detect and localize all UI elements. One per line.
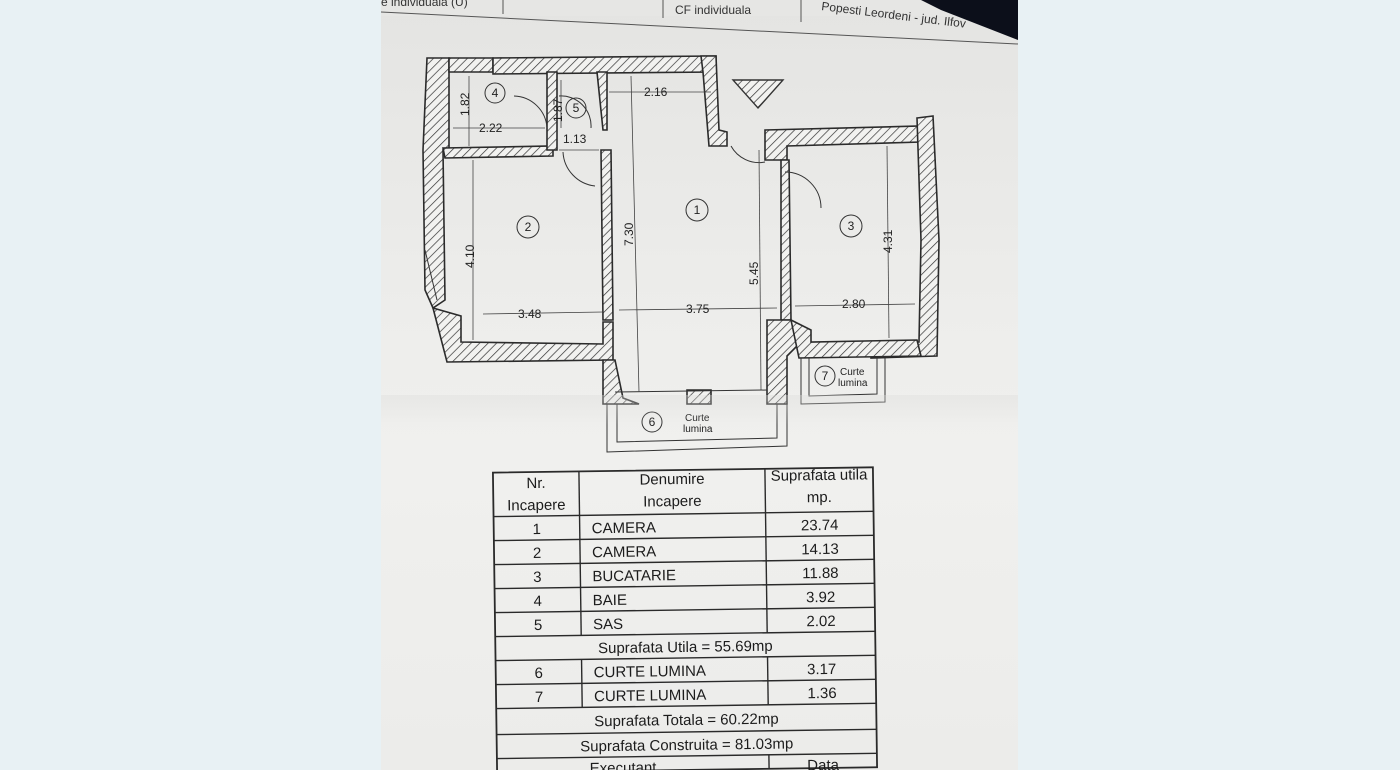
table-row: 5 SAS 2.02 xyxy=(534,613,836,634)
wall-bottom-3 xyxy=(789,318,923,359)
dim-3-48: 3.48 xyxy=(518,307,542,321)
data-label: Data xyxy=(807,757,840,770)
row-2-name: CAMERA xyxy=(592,543,656,561)
door-arc-4 xyxy=(513,95,548,129)
wall-2-1 xyxy=(600,149,614,321)
table-row: 2 CAMERA 14.13 xyxy=(533,541,839,562)
header-mid-cell: CF individuala xyxy=(675,3,751,17)
dim-1-13: 1.13 xyxy=(563,132,587,146)
row-5-name: SAS xyxy=(593,616,623,633)
photo-viewer: e individuala (U) CF individuala Popesti… xyxy=(381,0,1018,770)
head-nr-1: Nr. xyxy=(526,475,545,492)
room-2-marker xyxy=(516,215,540,239)
table-row: 7 CURTE LUMINA 1.36 xyxy=(535,685,837,706)
room-5-marker xyxy=(565,97,587,119)
head-area-1: Suprafata utila xyxy=(771,466,869,484)
north-marker xyxy=(731,79,785,110)
row-5-area: 2.02 xyxy=(806,613,835,630)
courtyard-6-label-2: lumina xyxy=(683,424,713,435)
dimension-lines xyxy=(453,75,916,393)
wall-right-3 xyxy=(870,115,940,359)
executant-label: Executant xyxy=(590,759,658,770)
row-1-nr: 1 xyxy=(532,521,541,538)
row-6-area: 3.17 xyxy=(807,661,836,678)
door-arc-5 xyxy=(558,95,592,129)
door-arc-1 xyxy=(730,145,766,164)
row-1-area: 23.74 xyxy=(801,517,839,535)
area-table: Nr. Incapere Denumire Incapere Suprafata… xyxy=(492,466,878,770)
wall-bottom-2 xyxy=(431,306,614,363)
room-7-number: 7 xyxy=(822,369,829,383)
row-2-nr: 2 xyxy=(533,545,542,562)
room-1-number: 1 xyxy=(694,203,701,217)
head-name-2: Incapere xyxy=(643,493,702,511)
wall-5-1 xyxy=(596,71,608,131)
window-line xyxy=(424,249,438,301)
dim-1-82: 1.82 xyxy=(458,92,472,116)
dim-2-16: 2.16 xyxy=(644,85,668,99)
room-4-number: 4 xyxy=(492,86,499,100)
wall-4-2 xyxy=(442,145,554,159)
room-3-number: 3 xyxy=(848,219,855,233)
header-left-cell: e individuala (U) xyxy=(381,0,468,9)
floor-plan xyxy=(422,55,940,405)
dim-5-45: 5.45 xyxy=(747,261,761,285)
room-7-marker xyxy=(814,365,836,387)
dim-4-31: 4.31 xyxy=(881,229,895,253)
utila-total: Suprafata Utila = 55.69mp xyxy=(598,638,773,657)
room-4-marker xyxy=(484,82,506,104)
door-arc-3 xyxy=(784,171,822,209)
dim-3-75: 3.75 xyxy=(686,302,710,316)
courtyard-7-label-2: lumina xyxy=(838,378,868,389)
dim-1-87: 1.87 xyxy=(551,98,565,122)
row-7-name: CURTE LUMINA xyxy=(594,687,706,706)
wall-left xyxy=(422,57,450,310)
row-6-name: CURTE LUMINA xyxy=(594,663,706,682)
wall-top-4 xyxy=(448,57,494,73)
dimension-labels: 1.82 2.22 1.87 1.13 2.16 4.10 7.30 5.45 … xyxy=(458,85,895,321)
head-name-1: Denumire xyxy=(639,471,704,489)
door-arc-2 xyxy=(562,151,596,187)
dim-4-10: 4.10 xyxy=(463,244,477,268)
row-3-nr: 3 xyxy=(533,569,542,586)
row-7-area: 1.36 xyxy=(807,685,836,702)
row-4-area: 3.92 xyxy=(806,589,835,606)
table-row: 3 BUCATARIE 11.88 xyxy=(533,565,839,586)
totala-total: Suprafata Totala = 60.22mp xyxy=(594,711,779,731)
row-4-name: BAIE xyxy=(593,592,627,609)
head-area-2: mp. xyxy=(807,489,832,506)
row-5-nr: 5 xyxy=(534,617,543,634)
room-3-marker xyxy=(839,214,863,238)
paper-fold-shade xyxy=(381,395,1018,425)
room-2-number: 2 xyxy=(525,220,532,234)
document-header: e individuala (U) CF individuala Popesti… xyxy=(381,0,1018,45)
row-2-area: 14.13 xyxy=(801,541,839,559)
courtyard-7-label-1: Curte xyxy=(840,367,865,378)
table-row: 6 CURTE LUMINA 3.17 xyxy=(534,661,836,682)
wall-top-3 xyxy=(764,125,922,161)
row-3-name: BUCATARIE xyxy=(592,567,676,585)
window-line-1 xyxy=(614,389,768,393)
table-row: 1 CAMERA 23.74 xyxy=(532,517,838,538)
row-1-name: CAMERA xyxy=(592,519,656,537)
dim-2-80: 2.80 xyxy=(842,297,866,311)
room-1-marker xyxy=(685,198,709,222)
row-4-nr: 4 xyxy=(533,593,542,610)
row-3-area: 11.88 xyxy=(802,565,839,583)
construita-total: Suprafata Construita = 81.03mp xyxy=(580,735,793,755)
wall-1-3 xyxy=(780,159,792,321)
dark-background-corner xyxy=(921,0,1018,40)
floor-plan-photo: e individuala (U) CF individuala Popesti… xyxy=(381,0,1018,770)
row-7-nr: 7 xyxy=(535,689,544,706)
table-row: 4 BAIE 3.92 xyxy=(533,589,835,610)
head-nr-2: Incapere xyxy=(507,497,566,515)
dim-7-30: 7.30 xyxy=(622,222,636,246)
room-5-number: 5 xyxy=(573,101,580,115)
row-6-nr: 6 xyxy=(534,665,543,682)
wall-top-right-1 xyxy=(700,55,728,147)
dim-2-22: 2.22 xyxy=(479,121,503,135)
